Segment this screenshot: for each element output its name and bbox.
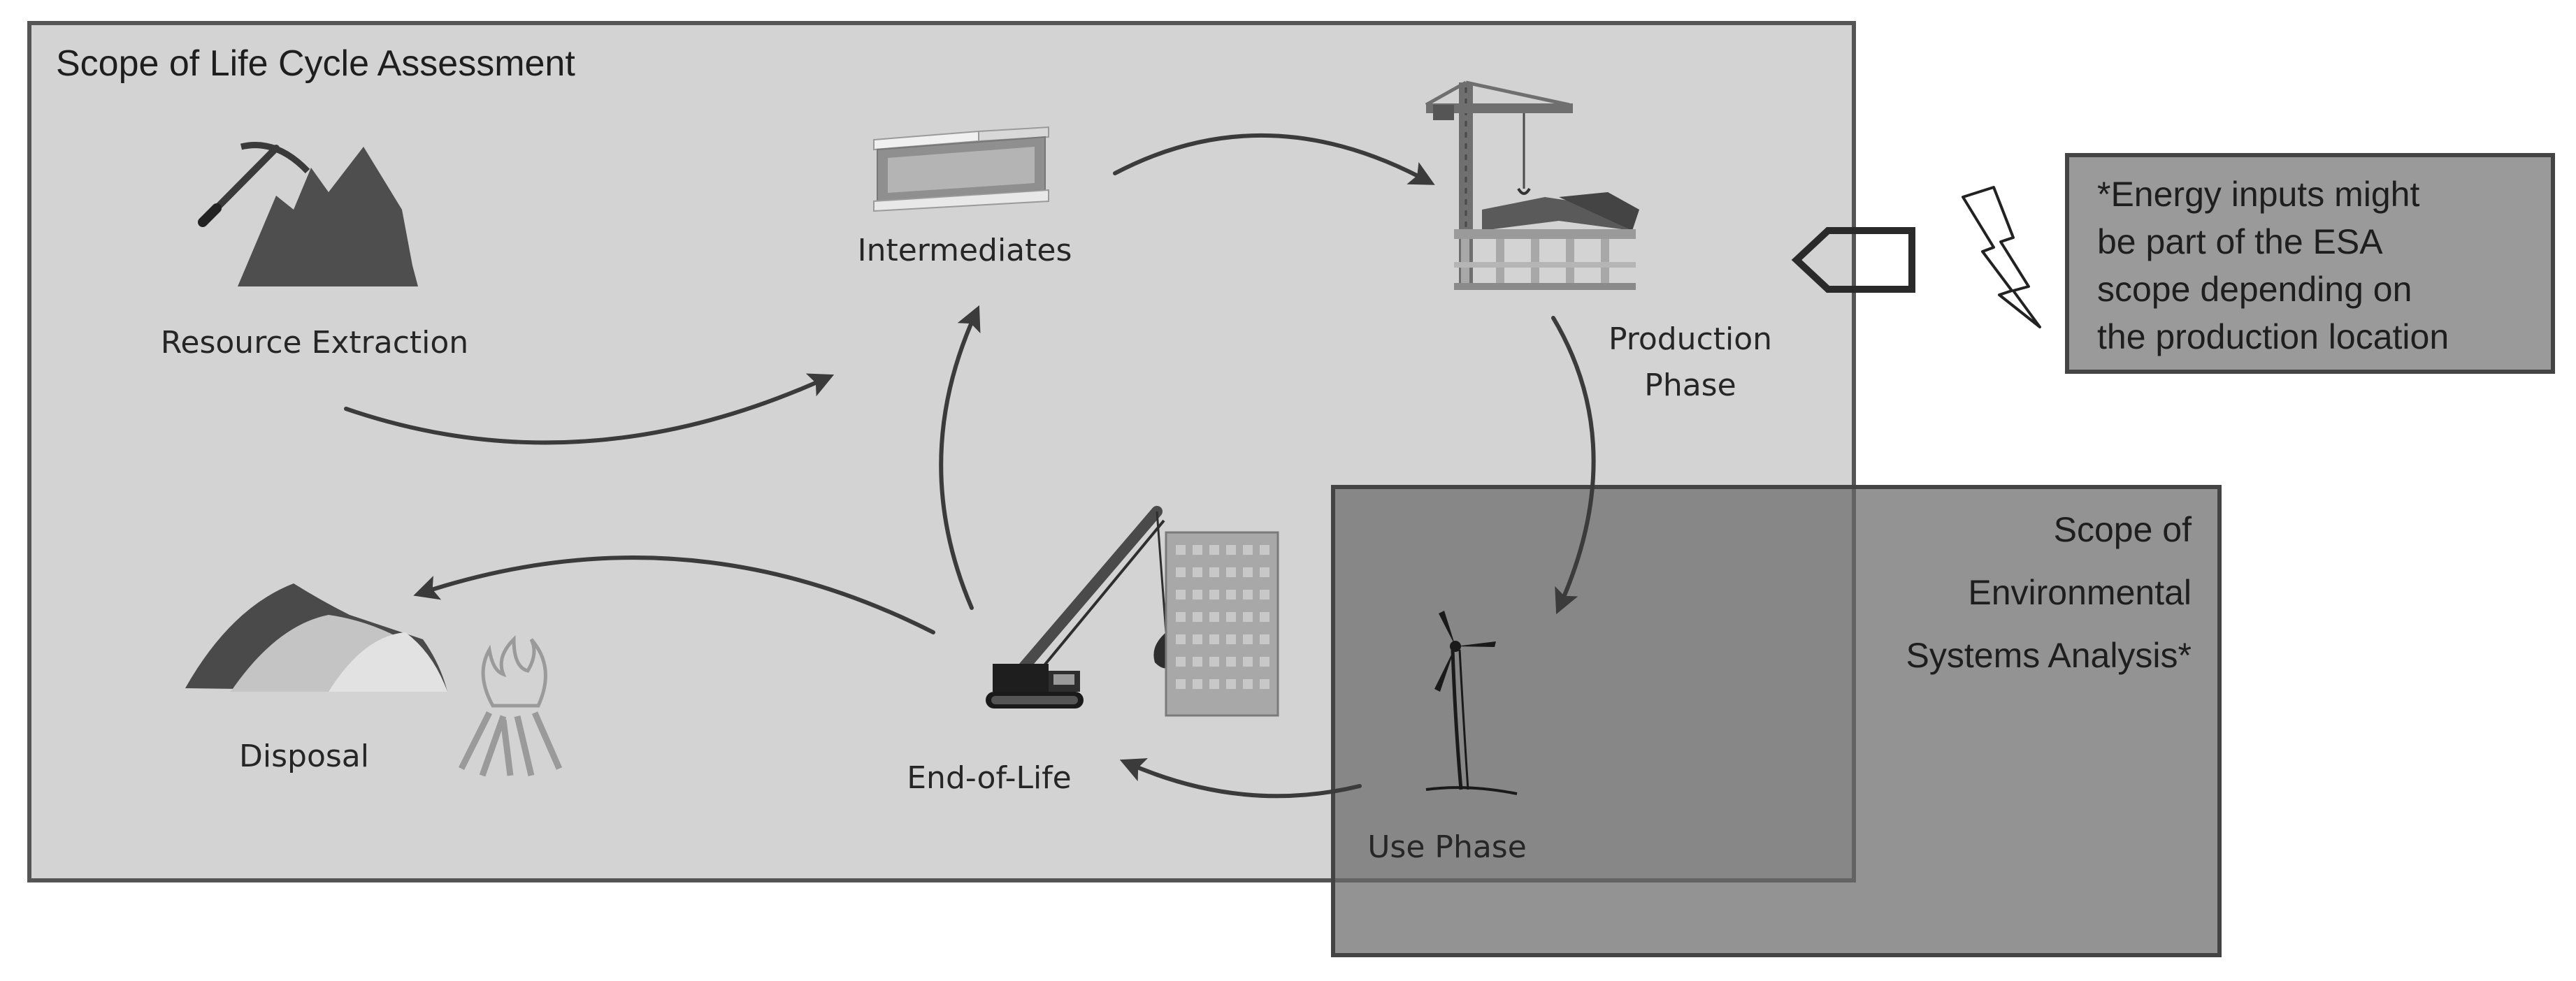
lca-scope-title: Scope of Life Cycle Assessment (56, 43, 575, 84)
intermediates-label: Intermediates (858, 233, 1072, 268)
resource-extraction-label: Resource Extraction (161, 325, 468, 361)
arrow-end-of-life-to-disposal (413, 555, 935, 634)
production-label-line-2: Phase (1644, 368, 1736, 403)
lightning-icon (1962, 186, 2041, 328)
esa-scope-title-line-2: Environmental (1968, 573, 2192, 612)
esa-scope-box (1331, 485, 2222, 957)
production-label-line-1: Production (1609, 321, 1772, 357)
fire-icon (458, 634, 563, 777)
arrow-end-of-life-to-intermediates (939, 305, 981, 610)
esa-scope-title-line-1: Scope of (2054, 510, 2192, 549)
arrow-use-to-end-of-life (1119, 758, 1362, 799)
mountain-pickaxe-icon (198, 142, 418, 286)
energy-note-line-1: *Energy inputs might (2097, 175, 2419, 214)
steel-beam-icon (873, 126, 1049, 212)
arrow-production-to-use (1551, 316, 1596, 615)
energy-note-line-2: be part of the ESA (2097, 222, 2383, 261)
use-phase-label: Use Phase (1367, 829, 1527, 865)
wind-turbine-icon (1425, 611, 1518, 795)
arrow-intermediates-to-production (1113, 133, 1435, 185)
esa-scope-title-line-3: Systems Analysis* (1906, 636, 2192, 675)
energy-note-line-3: scope depending on (2097, 270, 2412, 309)
energy-note-box (2065, 153, 2555, 374)
disposal-label: Disposal (239, 739, 369, 774)
energy-note-line-4: the production location (2097, 317, 2449, 356)
crane-construction-icon (1425, 80, 1639, 290)
waste-pile-icon (185, 583, 447, 692)
energy-input-tag-icon (1791, 227, 1915, 293)
building-icon (1165, 531, 1279, 717)
arrow-extraction-to-intermediates (344, 373, 835, 445)
end-of-life-label: End-of-Life (907, 760, 1072, 796)
